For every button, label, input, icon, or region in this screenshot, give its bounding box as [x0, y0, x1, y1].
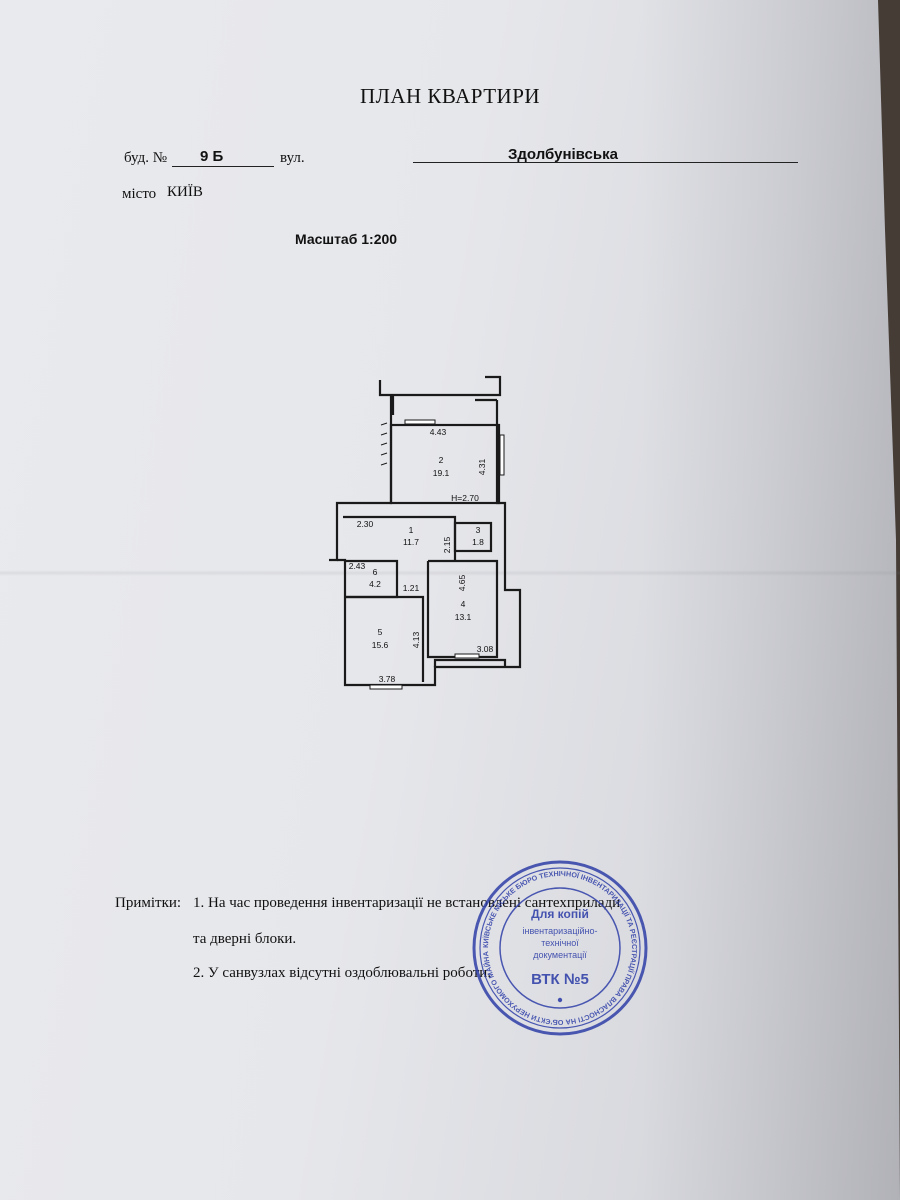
room-1-number: 1 [409, 525, 414, 535]
outer-wall [329, 380, 393, 562]
stamp-line-4: документації [533, 950, 587, 960]
dim-230: 2.30 [357, 519, 374, 529]
city-name: КИЇВ [167, 184, 203, 200]
room-5-number: 5 [378, 627, 383, 637]
room-4-walls [426, 559, 499, 659]
floor-plan-drawing: 4.43 4.31 2 19.1 H=2.70 2.30 1 11.7 2.15… [329, 375, 522, 690]
loggia-walls [433, 658, 507, 667]
street-label: вул. [280, 150, 305, 166]
room-1-area: 11.7 [403, 537, 419, 547]
floor-plan: 4.43 4.31 2 19.1 H=2.70 2.30 1 11.7 2.15… [325, 375, 525, 715]
outer-wall [337, 400, 522, 687]
room-4-number: 4 [461, 599, 466, 609]
stamp-line-5: ВТК №5 [531, 971, 589, 988]
note-1: 1. На час проведення інвентаризації не в… [193, 895, 621, 911]
dim-413: 4.13 [411, 631, 421, 648]
window [454, 653, 480, 659]
height-label: H=2.70 [451, 493, 479, 503]
window [499, 434, 505, 476]
street-name: Здолбунівська [508, 146, 618, 163]
stamp-line-1: Для копій [531, 907, 589, 921]
official-stamp: КИЇВСЬКЕ МІСЬКЕ БЮРО ТЕХНІЧНОЇ ІНВЕНТАРИ… [467, 851, 650, 1038]
room-3-area: 1.8 [472, 537, 484, 547]
page-title: ПЛАН КВАРТИРИ [359, 84, 541, 108]
dim-215: 2.15 [442, 536, 452, 553]
dim-431: 4.31 [477, 458, 487, 475]
room-5-area: 15.6 [372, 640, 389, 650]
note-1-continuation: та дверні блоки. [193, 931, 297, 947]
stamp-seal: КИЇВСЬКЕ МІСЬКЕ БЮРО ТЕХНІЧНОЇ ІНВЕНТАРИ… [467, 851, 648, 1036]
room-2-area: 19.1 [433, 468, 450, 478]
paper-fold [0, 570, 900, 576]
room-2-number: 2 [439, 455, 444, 465]
room-4-area: 13.1 [455, 612, 472, 622]
street-underline [413, 162, 798, 163]
dim-243: 2.43 [349, 561, 366, 571]
dim-378: 3.78 [379, 674, 396, 684]
notes-label: Примітки: [115, 895, 182, 911]
dim-443: 4.43 [430, 427, 447, 437]
stamp-line-3: технічної [541, 938, 579, 948]
building-label: буд. № [124, 150, 168, 166]
city-label: місто [122, 186, 157, 202]
building-number: 9 Б [200, 148, 224, 165]
room-6-area: 4.2 [369, 579, 381, 589]
window [404, 419, 436, 425]
stamp-line-2: інвентаризаційно- [523, 926, 598, 936]
room-3-number: 3 [476, 525, 481, 535]
room-6-number: 6 [373, 567, 378, 577]
dim-308: 3.08 [477, 644, 494, 654]
dim-121: 1.21 [403, 583, 420, 593]
building-underline [172, 166, 274, 167]
stamp-dot-icon [557, 997, 563, 1003]
scale-label: Масштаб 1:200 [295, 231, 398, 247]
room-5-walls [345, 595, 425, 682]
dim-465: 4.65 [457, 574, 467, 591]
balcony-wall [391, 375, 502, 415]
room-3-walls [453, 521, 493, 553]
window [369, 684, 403, 690]
note-2: 2. У санвузлах відсутні оздоблювальні ро… [193, 965, 492, 981]
room-2-walls [389, 423, 501, 505]
